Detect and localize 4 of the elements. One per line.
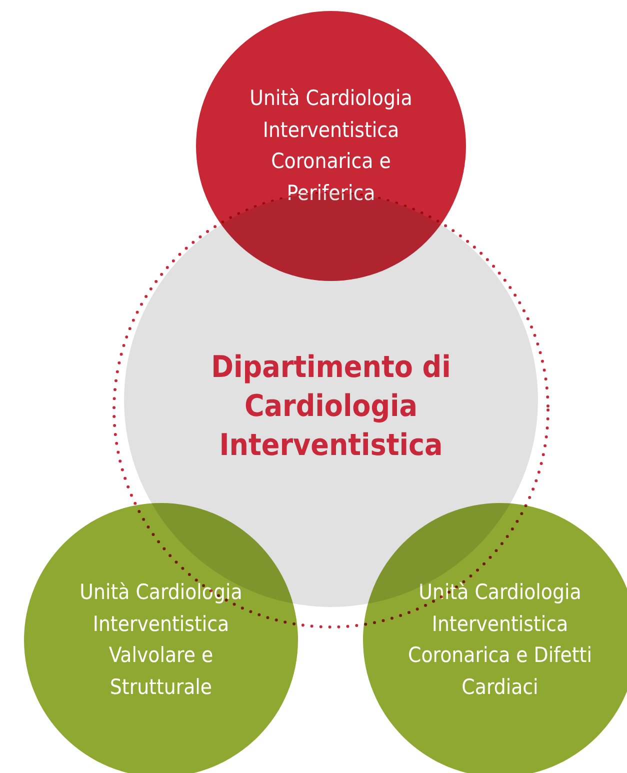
unit-name: Unità Cardiologia Interventistica Coronarica e Periferica [248,85,414,206]
unit-name: Unità Cardiologia Interventistica Coronarica e Difetti Cardiaci [407,579,593,700]
department-title: Dipartimento di Cardiologia Interventistica [210,348,452,464]
unit-name: Unità Cardiologia Interventistica Valvolare e Strutturale [78,579,244,700]
